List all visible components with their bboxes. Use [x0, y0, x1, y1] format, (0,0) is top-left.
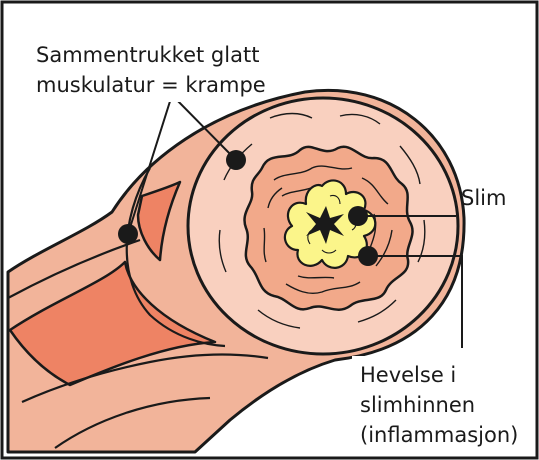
marker-muscle-ring — [226, 150, 246, 170]
label-smooth-muscle-line1: Sammentrukket glatt — [36, 43, 259, 67]
label-mucus: Slim — [461, 186, 506, 210]
label-smooth-muscle-line2: muskulatur = krampe — [36, 73, 266, 97]
label-swelling-line1: Hevelse i — [360, 363, 456, 387]
label-swelling-line2: slimhinnen — [360, 393, 475, 417]
label-swelling-line3: (inflammasjon) — [360, 423, 518, 447]
marker-swelling — [358, 246, 378, 266]
marker-muscle-wall — [118, 224, 138, 244]
marker-mucus — [348, 206, 368, 226]
